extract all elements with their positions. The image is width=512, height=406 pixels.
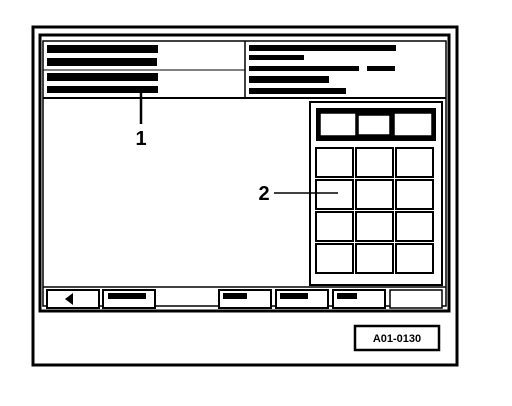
text-line [249,88,346,94]
callout-1-number: 1 [135,128,146,150]
keypad-key[interactable] [395,179,434,210]
back-arrow-icon [65,293,73,305]
text-line [47,45,158,53]
display-text-area [47,45,158,93]
keypad-key[interactable] [395,243,434,274]
keypad-key[interactable] [355,243,394,274]
keypad-key[interactable] [315,211,354,242]
softkey-bar [46,289,443,309]
reference-code-box [353,324,441,352]
keypad-key[interactable] [395,211,434,242]
softkey-label-bar [108,293,146,299]
keypad-key[interactable] [315,179,354,210]
reference-code: A01-0130 [373,333,421,345]
softkey[interactable] [389,289,443,309]
text-line [249,66,359,71]
keypad [309,101,443,286]
keypad-key[interactable] [315,147,354,178]
text-line [367,66,395,71]
softkey-label-bar [280,293,308,299]
softkey-label-bar [337,293,357,299]
text-line [249,55,304,60]
text-line [47,73,158,81]
keypad-key[interactable] [355,211,394,242]
keypad-display-cell [319,112,357,137]
keypad-key[interactable] [355,179,394,210]
text-line [249,45,396,51]
softkey-label-bar [223,293,247,299]
text-line [47,86,158,93]
keypad-key[interactable] [355,147,394,178]
text-line [249,76,329,83]
keypad-key[interactable] [315,243,354,274]
status-text-area [249,45,396,94]
keypad-display-cell [357,114,391,136]
keypad-key[interactable] [395,147,434,178]
text-line [47,58,157,66]
callout-2-number: 2 [258,183,269,205]
keypad-display-cell [393,112,433,137]
